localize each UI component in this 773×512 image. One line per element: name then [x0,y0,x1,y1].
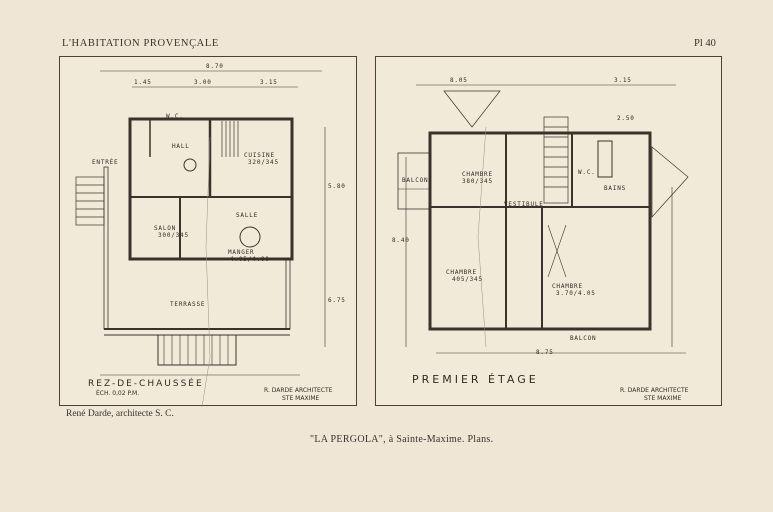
first-floor-location: STE MAXIME [644,395,682,402]
ground-floor-drawing [75,70,326,407]
room-vestibule: VESTIBULE [504,201,544,208]
room-cuisine: CUISINE [244,152,275,159]
architect-credit: René Darde, architecte S. C. [66,409,174,419]
dimension-label: 5.80 [328,183,346,190]
dimension-label: 3.00 [194,79,212,86]
dimension-label: 8.05 [450,77,468,84]
room-bains: BAINS [604,185,627,192]
dimension-label: 3.15 [614,77,632,84]
book-title: L'HABITATION PROVENÇALE [62,38,219,49]
plate-number: Pl 40 [694,38,716,49]
ground-floor-plan: 8.70 1.45 3.00 3.15 5.80 6.75 W.C. HALL … [59,56,357,407]
room-manger-size: 4.05/4.00 [230,256,270,263]
room-chambre-2-size: 405/345 [452,276,483,283]
dimension-label: 2.50 [617,115,635,122]
room-manger: MANGER [228,249,255,256]
dimension-label: 8.40 [392,237,410,244]
room-salle: SALLE [236,212,259,219]
room-salon: SALON [154,225,177,232]
first-floor-plan: 8.05 3.15 8.75 2.50 8.40 BALCON CHAMBRE … [375,56,722,406]
room-wc: W.C. [578,169,596,176]
dimension-label: 8.75 [536,349,554,356]
ground-floor-scale: ÉCH. 0,02 P.M. [96,390,140,397]
dimension-label: 3.15 [260,79,278,86]
room-salon-size: 300/345 [158,232,189,239]
room-chambre-2: CHAMBRE [446,269,477,276]
ground-floor-location: STE MAXIME [282,395,320,402]
ground-floor-title: REZ-DE-CHAUSSÉE [88,379,204,389]
room-terrasse: TERRASSE [170,301,206,308]
room-cuisine-size: 320/345 [248,159,279,166]
room-chambre-3: CHAMBRE [552,283,583,290]
first-floor-architect: R. DARDE ARCHITECTE [620,387,689,394]
room-hall: HALL [172,143,190,150]
room-wc: W.C. [166,113,184,120]
figure-caption: "LA PERGOLA", à Sainte-Maxime. Plans. [310,434,494,445]
room-balcon-2: BALCON [570,335,597,342]
dimension-total-width: 8.70 [206,63,224,70]
room-chambre-1: CHAMBRE [462,171,493,178]
dimension-label: 1.45 [134,79,152,86]
room-balcon: BALCON [402,177,429,184]
room-chambre-3-size: 3.70/4.05 [556,290,596,297]
first-floor-drawing [397,84,689,354]
first-floor-title: PREMIER ÉTAGE [412,373,539,386]
ground-floor-architect: R. DARDE ARCHITECTE [264,387,333,394]
room-entree: ENTRÉE [92,159,119,166]
dimension-label: 6.75 [328,297,346,304]
room-chambre-1-size: 380/345 [462,178,493,185]
